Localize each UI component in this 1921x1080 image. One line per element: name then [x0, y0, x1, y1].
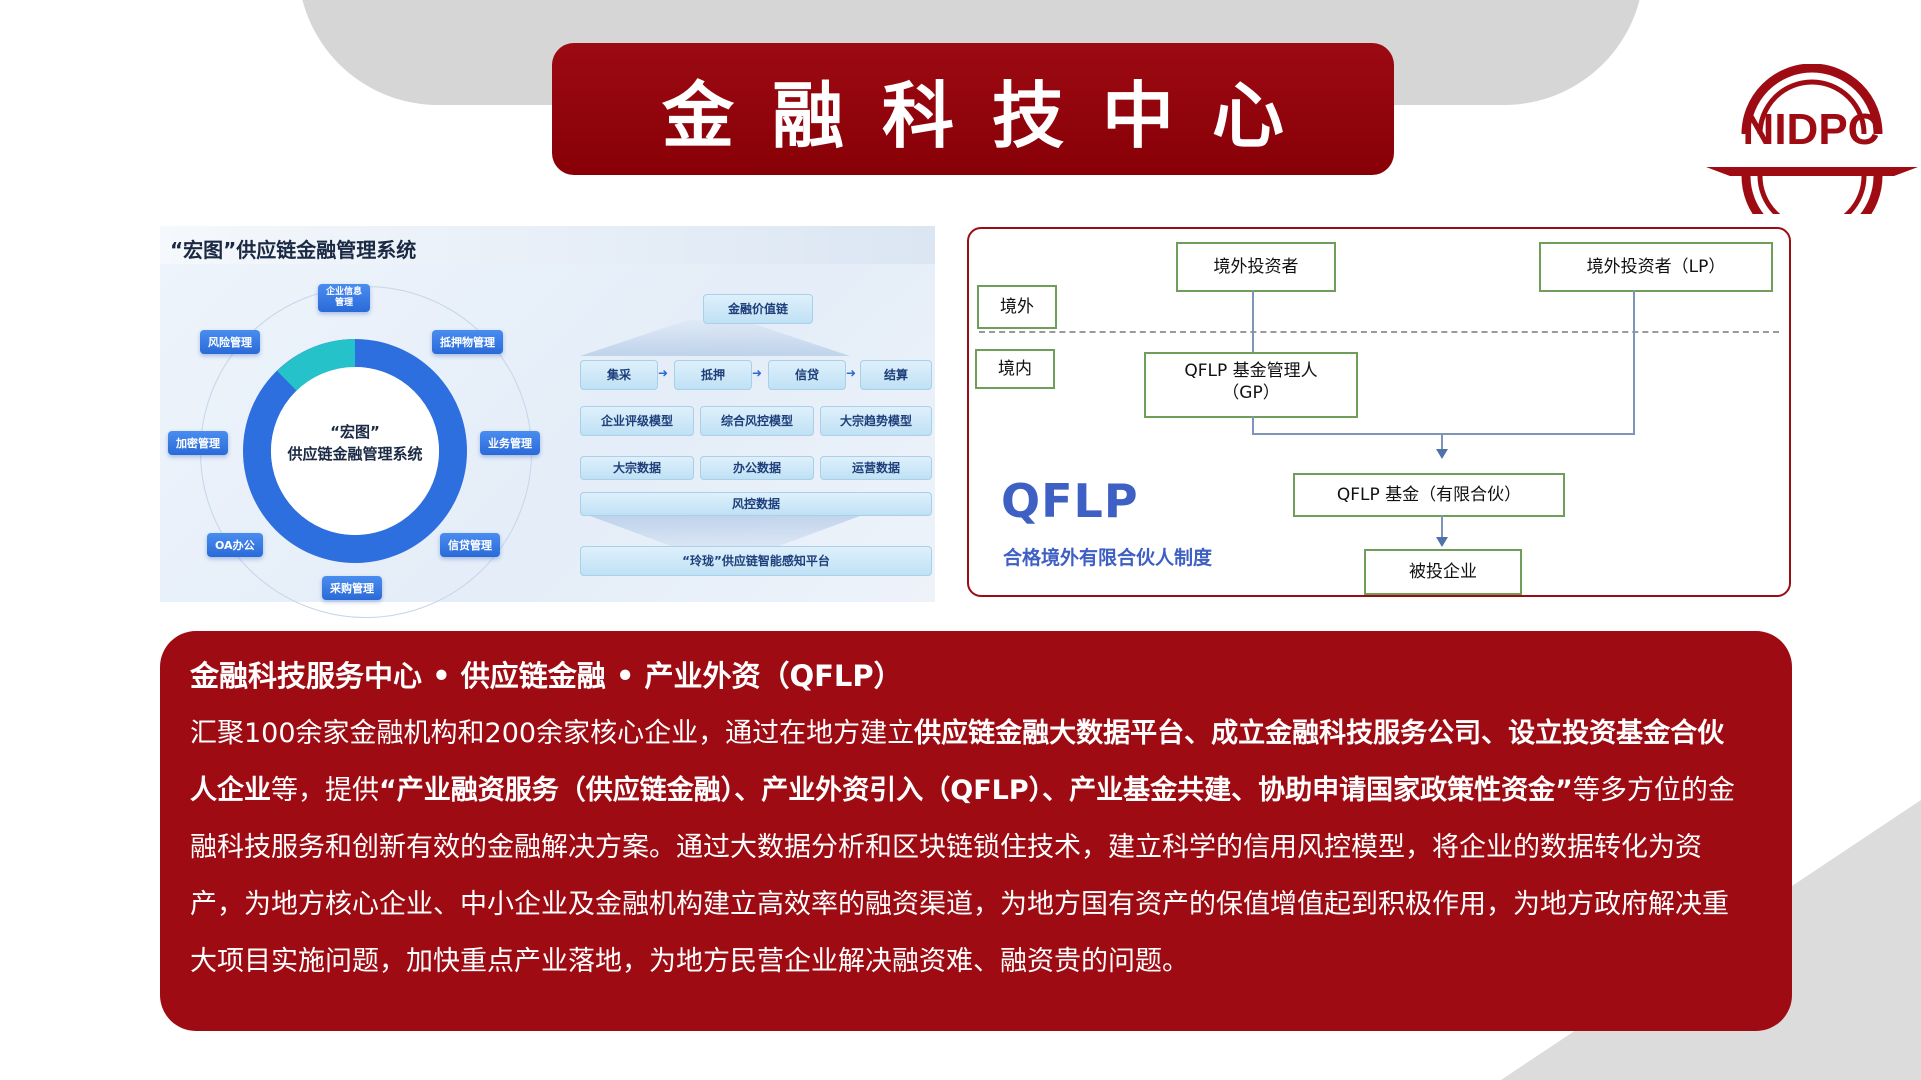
- ring-graphic: [243, 339, 467, 563]
- system-ring: “宏图” 供应链金融管理系统: [235, 331, 475, 571]
- investor-box: 境外投资者: [1176, 242, 1336, 292]
- data-1: 大宗数据: [580, 456, 694, 480]
- info-panel: 金融科技服务中心 • 供应链金融 • 产业外资（QFLP） 汇聚100余家金融机…: [160, 631, 1792, 1031]
- qflp-diagram-panel: 境外 境内 境外投资者 境外投资者（LP） QFLP 基金管理人 （GP） QF…: [967, 227, 1791, 597]
- value-chain-label: 金融价值链: [703, 294, 813, 324]
- flow-arrow-icon: ➜: [846, 366, 857, 380]
- flow-arrow-icon: ➜: [752, 366, 763, 380]
- model-1: 企业评级模型: [580, 406, 694, 436]
- connector-line: [1252, 416, 1254, 434]
- ring-label: “宏图” 供应链金融管理系统: [235, 421, 475, 465]
- gp-line1: QFLP 基金管理人: [1184, 361, 1318, 381]
- fund-box: QFLP 基金（有限合伙）: [1293, 473, 1565, 517]
- module-risk: 风险管理: [200, 330, 260, 354]
- info-body: 汇聚100余家金融机构和200余家核心企业，通过在地方建立供应链金融大数据平台、…: [190, 705, 1750, 990]
- module-business: 业务管理: [480, 431, 540, 455]
- ring-label-line1: “宏图”: [330, 423, 380, 441]
- connector-line: [1633, 290, 1635, 434]
- connector-line: [1252, 433, 1635, 435]
- logo-text: NIDPC: [1743, 105, 1880, 154]
- nidpc-logo: NIDPC: [1706, 64, 1918, 214]
- info-text-3: 等多方位的金融科技服务和创新有效的金融解决方案。通过大数据分析和区块链锁住技术，…: [190, 775, 1735, 977]
- module-oa: OA办公: [207, 533, 263, 557]
- model-2: 综合风控模型: [700, 406, 814, 436]
- arrow-down-icon: [1436, 537, 1448, 547]
- title-banner: 金融科技中心: [552, 43, 1394, 175]
- risk-data: 风控数据: [580, 492, 932, 516]
- flow-arrow-icon: ➜: [658, 366, 669, 380]
- info-heading: 金融科技服务中心 • 供应链金融 • 产业外资（QFLP）: [190, 659, 903, 693]
- gp-box: QFLP 基金管理人 （GP）: [1144, 352, 1358, 418]
- connector-line: [1252, 290, 1254, 358]
- module-collateral: 抵押物管理: [432, 330, 503, 354]
- value-chain-fan: [580, 320, 850, 356]
- module-encryption: 加密管理: [168, 431, 228, 455]
- data-2: 办公数据: [700, 456, 814, 480]
- border-divider: [979, 331, 1779, 333]
- flow-step-2: 抵押: [674, 360, 752, 390]
- connector-line: [1441, 433, 1443, 451]
- panel-title-bar: [160, 226, 935, 264]
- overseas-label: 境外: [977, 285, 1057, 329]
- platform-label: “玲珑”供应链智能感知平台: [580, 546, 932, 576]
- gp-line2: （GP）: [1222, 383, 1280, 403]
- module-credit: 信贷管理: [440, 533, 500, 557]
- qflp-heading: QFLP: [1001, 474, 1139, 528]
- module-enterprise-info: 企业信息管理: [318, 284, 370, 312]
- supply-chain-system-panel: “宏图”供应链金融管理系统 “宏图” 供应链金融管理系统 企业信息管理 抵押物管…: [160, 226, 935, 618]
- ring-label-line2: 供应链金融管理系统: [287, 445, 423, 463]
- model-3: 大宗趋势模型: [820, 406, 932, 436]
- info-text-1: 汇聚100余家金融机构和200余家核心企业，通过在地方建立: [190, 718, 915, 749]
- info-text-2: 等，提供: [271, 775, 379, 806]
- data-3: 运营数据: [820, 456, 932, 480]
- arrow-down-icon: [1436, 449, 1448, 459]
- investor-lp-box: 境外投资者（LP）: [1539, 242, 1773, 292]
- domestic-label: 境内: [975, 349, 1055, 389]
- info-bold-2: “产业融资服务（供应链金融）、产业外资引入（QFLP）、产业基金共建、协助申请国…: [379, 775, 1573, 806]
- invested-company-box: 被投企业: [1364, 549, 1522, 595]
- page-title: 金融科技中心: [661, 72, 1322, 158]
- connector-line: [1441, 515, 1443, 539]
- info-bold-1: 供应链金融大数据平台、成立金融科技服务公司、设立投资基金合伙人企业: [190, 718, 1725, 806]
- flow-step-1: 集采: [580, 360, 658, 390]
- flow-step-4: 结算: [860, 360, 932, 390]
- flow-step-3: 信贷: [768, 360, 846, 390]
- supply-chain-title: “宏图”供应链金融管理系统: [170, 238, 417, 262]
- module-procurement: 采购管理: [322, 576, 382, 600]
- qflp-subtitle: 合格境外有限合伙人制度: [1003, 547, 1213, 569]
